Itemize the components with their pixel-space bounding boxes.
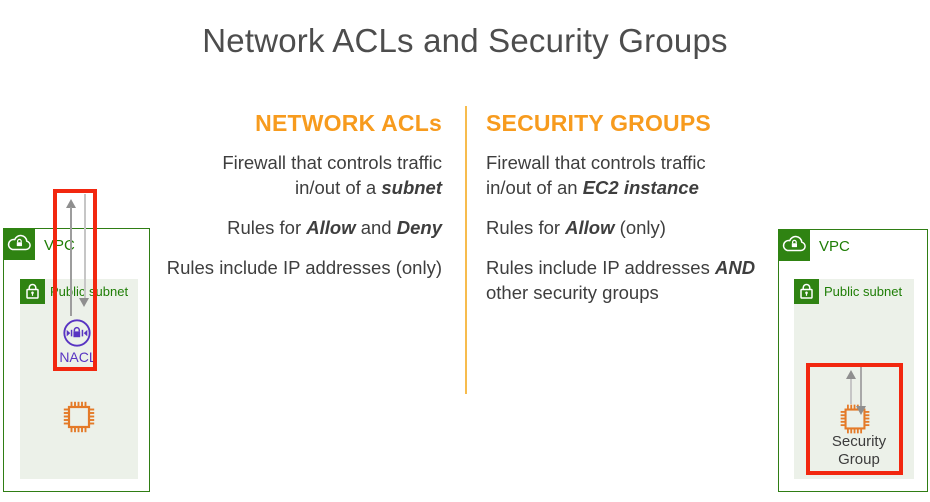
ec2-chip-icon xyxy=(61,399,97,440)
sg-point-ip: Rules include IP addresses AND other sec… xyxy=(486,255,796,305)
down-arrow-line xyxy=(84,194,86,299)
text-segment: other security groups xyxy=(486,282,659,303)
text-segment-emphasis: Deny xyxy=(396,217,442,238)
right-vpc-box: VPC Public subnet xyxy=(778,229,928,492)
left-vpc-box: VPC Public subnet xyxy=(3,228,150,492)
ec2-chip-icon xyxy=(838,402,872,441)
network-acls-column: NETWORK ACLs Firewall that controls traf… xyxy=(110,109,442,295)
vpc-cloud-lock-icon xyxy=(3,228,35,260)
page-title: Network ACLs and Security Groups xyxy=(202,22,728,59)
up-arrow-icon xyxy=(66,199,76,208)
text-segment-emphasis: Allow xyxy=(565,217,615,238)
network-acl-icon xyxy=(62,318,92,348)
subnet-lock-icon xyxy=(794,279,819,304)
security-groups-column: SECURITY GROUPS Firewall that controls t… xyxy=(486,109,796,320)
text-segment: Group xyxy=(838,451,880,468)
text-segment-emphasis: Allow xyxy=(306,217,356,238)
text-segment: Security xyxy=(831,433,887,450)
text-segment: Rules for xyxy=(486,217,566,238)
column-divider xyxy=(465,106,467,394)
text-segment-emphasis: subnet xyxy=(381,177,442,198)
text-segment-emphasis: EC2 instance xyxy=(582,177,699,198)
subnet-label: Public subnet xyxy=(50,284,129,299)
nacl-point-rules: Rules for Allow and Deny xyxy=(110,215,442,240)
sg-point-rules: Rules for Allow (only) xyxy=(486,215,796,240)
text-segment: in/out of an xyxy=(486,177,583,198)
right-public-subnet-box: Public subnet xyxy=(794,279,914,479)
up-arrow-line xyxy=(70,207,72,316)
security-groups-heading: SECURITY GROUPS xyxy=(486,110,711,136)
down-arrow-icon xyxy=(79,298,89,307)
text-segment: Firewall that controls traffic xyxy=(222,152,442,173)
security-group-label: Security Group xyxy=(804,433,914,469)
text-segment: in/out of a xyxy=(294,177,382,198)
nacl-point-ip: Rules include IP addresses (only) xyxy=(166,257,442,278)
vpc-cloud-lock-icon xyxy=(778,229,810,261)
up-arrow-icon xyxy=(846,370,856,379)
nacl-label: NACL xyxy=(59,349,97,365)
left-public-subnet-box: Public subnet xyxy=(20,279,138,479)
nacl-highlight-box xyxy=(53,189,97,371)
up-arrow-line xyxy=(850,379,852,404)
text-segment: (only) xyxy=(614,217,666,238)
down-arrow-icon xyxy=(856,406,866,415)
text-segment: Firewall that controls traffic xyxy=(486,152,706,173)
text-segment: Rules include IP addresses xyxy=(486,257,715,278)
text-segment: Rules for xyxy=(227,217,307,238)
down-arrow-line xyxy=(860,367,862,407)
network-acls-heading: NETWORK ACLs xyxy=(255,110,442,136)
subnet-label: Public subnet xyxy=(824,284,903,299)
nacl-point-firewall: Firewall that controls traffic in/out of… xyxy=(110,150,442,200)
security-group-highlight-box xyxy=(806,363,903,475)
text-segment-emphasis: AND xyxy=(714,257,756,278)
sg-point-firewall: Firewall that controls traffic in/out of… xyxy=(486,150,796,200)
vpc-label: VPC xyxy=(819,238,850,255)
subnet-lock-icon xyxy=(20,279,45,304)
vpc-label: VPC xyxy=(44,237,75,254)
text-segment: and xyxy=(355,217,397,238)
